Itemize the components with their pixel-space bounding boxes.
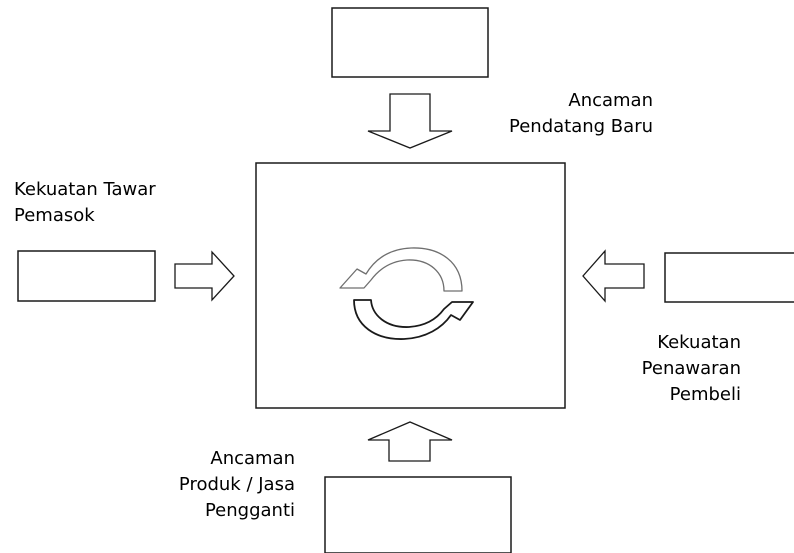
label-left-line2: Pemasok bbox=[14, 205, 95, 226]
arrow-down-icon bbox=[367, 93, 453, 149]
label-top-line1: Ancaman bbox=[568, 90, 653, 111]
label-substitute-threat: Ancaman Produk / Jasa Pengganti bbox=[140, 446, 295, 524]
label-new-entrants-threat: Ancaman Pendatang Baru bbox=[503, 88, 653, 140]
arrow-right-icon bbox=[174, 250, 235, 302]
label-bottom-line2: Produk / Jasa bbox=[178, 474, 295, 495]
left-box bbox=[17, 250, 156, 302]
label-bottom-line3: Pengganti bbox=[204, 500, 295, 521]
bottom-box bbox=[324, 476, 512, 553]
label-bottom-line1: Ancaman bbox=[210, 448, 295, 469]
label-top-line2: Pendatang Baru bbox=[509, 116, 653, 137]
cycle-arrows-icon bbox=[339, 247, 474, 340]
label-right-line1: Kekuatan bbox=[657, 332, 741, 353]
label-left-line1: Kekuatan Tawar bbox=[14, 179, 156, 200]
label-supplier-bargaining-power: Kekuatan Tawar Pemasok bbox=[14, 177, 156, 229]
right-box bbox=[664, 252, 794, 303]
label-right-line2: Penawaran bbox=[641, 358, 741, 379]
label-buyer-bargaining-power: Kekuatan Penawaran Pembeli bbox=[600, 330, 741, 408]
top-box bbox=[331, 7, 489, 78]
label-right-line3: Pembeli bbox=[669, 384, 741, 405]
center-box bbox=[255, 162, 566, 409]
cycle-arrow-upper bbox=[339, 247, 463, 292]
cycle-arrow-lower bbox=[353, 299, 474, 340]
arrow-left-icon bbox=[582, 249, 645, 303]
arrow-up-icon bbox=[367, 421, 453, 462]
